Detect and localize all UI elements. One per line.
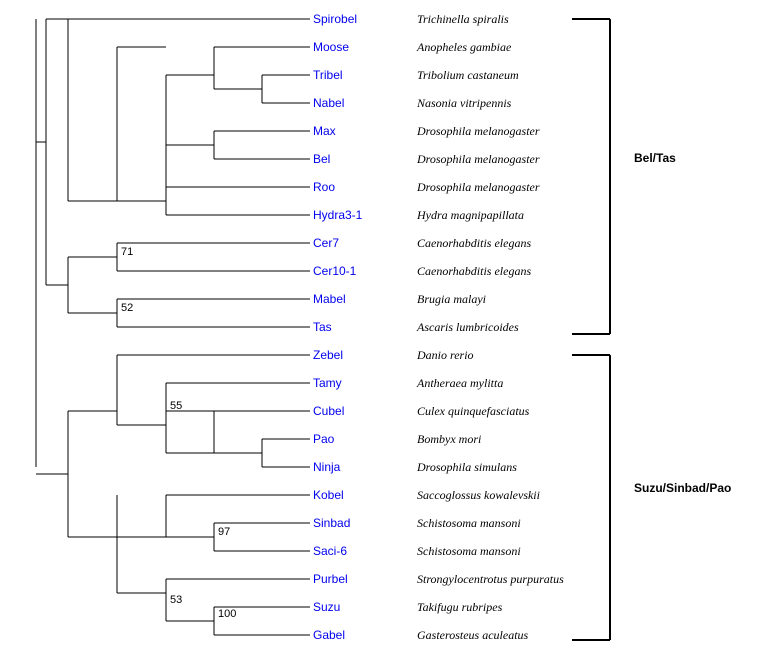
species-label-bel: Drosophila melanogaster <box>417 152 540 166</box>
leaf-label-suzu[interactable]: Suzu <box>313 600 341 614</box>
species-label-spirobel: Trichinella spiralis <box>417 12 509 26</box>
species-label-zebel: Danio rerio <box>417 348 474 362</box>
leaf-label-tribel[interactable]: Tribel <box>313 68 343 82</box>
species-label-pao: Bombyx mori <box>417 432 482 446</box>
leaf-label-mabel[interactable]: Mabel <box>313 292 346 306</box>
leaf-label-nabel[interactable]: Nabel <box>313 96 345 110</box>
leaf-label-cer10-1[interactable]: Cer10-1 <box>313 264 357 278</box>
leaf-label-bel[interactable]: Bel <box>313 152 331 166</box>
support-value-suzu-gabel: 100 <box>218 608 237 620</box>
leaf-label-hydra3-1[interactable]: Hydra3-1 <box>313 208 363 222</box>
species-label-cer7: Caenorhabditis elegans <box>417 236 532 250</box>
species-label-hydra3-1: Hydra magnipapillata <box>417 208 524 222</box>
bracket-bel-tas-label: Bel/Tas <box>634 151 676 165</box>
leaf-label-zebel[interactable]: Zebel <box>313 348 344 362</box>
leaf-label-spirobel[interactable]: Spirobel <box>313 12 358 26</box>
species-label-suzu: Takifugu rubripes <box>417 600 503 614</box>
leaf-label-gabel[interactable]: Gabel <box>313 628 346 642</box>
leaf-label-roo[interactable]: Roo <box>313 180 336 194</box>
species-label-cer10-1: Caenorhabditis elegans <box>417 264 532 278</box>
leaf-label-max[interactable]: Max <box>313 124 336 138</box>
species-label-kobel: Saccoglossus kowalevskii <box>417 488 540 502</box>
species-label-tamy: Antheraea mylitta <box>417 376 504 390</box>
leaf-label-sinbad[interactable]: Sinbad <box>313 516 351 530</box>
support-value-tamy-clade: 55 <box>170 400 183 412</box>
species-label-gabel: Gasterosteus aculeatus <box>417 628 529 642</box>
species-label-moose: Anopheles gambiae <box>417 40 512 54</box>
leaf-label-tas[interactable]: Tas <box>313 320 332 334</box>
support-value-cer7-cer10: 71 <box>121 246 134 258</box>
species-label-saci-6: Schistosoma mansoni <box>417 544 521 558</box>
species-label-tas: Ascaris lumbricoides <box>417 320 519 334</box>
species-label-max: Drosophila melanogaster <box>417 124 540 138</box>
support-value-mabel-tas: 52 <box>121 302 134 314</box>
species-label-ninja: Drosophila simulans <box>417 460 517 474</box>
leaf-label-cer7[interactable]: Cer7 <box>313 236 340 250</box>
species-label-sinbad: Schistosoma mansoni <box>417 516 521 530</box>
support-value-sinbad-saci: 97 <box>218 526 231 538</box>
species-label-mabel: Brugia malayi <box>417 292 486 306</box>
bracket-suzu-sinbad-pao-label: Suzu/Sinbad/Pao <box>634 481 732 495</box>
species-label-nabel: Nasonia vitripennis <box>417 96 512 110</box>
leaf-label-purbel[interactable]: Purbel <box>313 572 348 586</box>
leaf-label-tamy[interactable]: Tamy <box>313 376 342 390</box>
support-value-purbel-fish: 53 <box>170 594 183 606</box>
leaf-label-saci-6[interactable]: Saci-6 <box>313 544 348 558</box>
species-label-purbel: Strongylocentrotus purpuratus <box>417 572 564 586</box>
species-label-roo: Drosophila melanogaster <box>417 180 540 194</box>
leaf-label-pao[interactable]: Pao <box>313 432 335 446</box>
species-label-tribel: Tribolium castaneum <box>417 68 519 82</box>
species-label-cubel: Culex quinquefasciatus <box>417 404 530 418</box>
leaf-label-ninja[interactable]: Ninja <box>313 460 341 474</box>
leaf-label-moose[interactable]: Moose <box>313 40 350 54</box>
leaf-label-cubel[interactable]: Cubel <box>313 404 345 418</box>
leaf-label-kobel[interactable]: Kobel <box>313 488 344 502</box>
